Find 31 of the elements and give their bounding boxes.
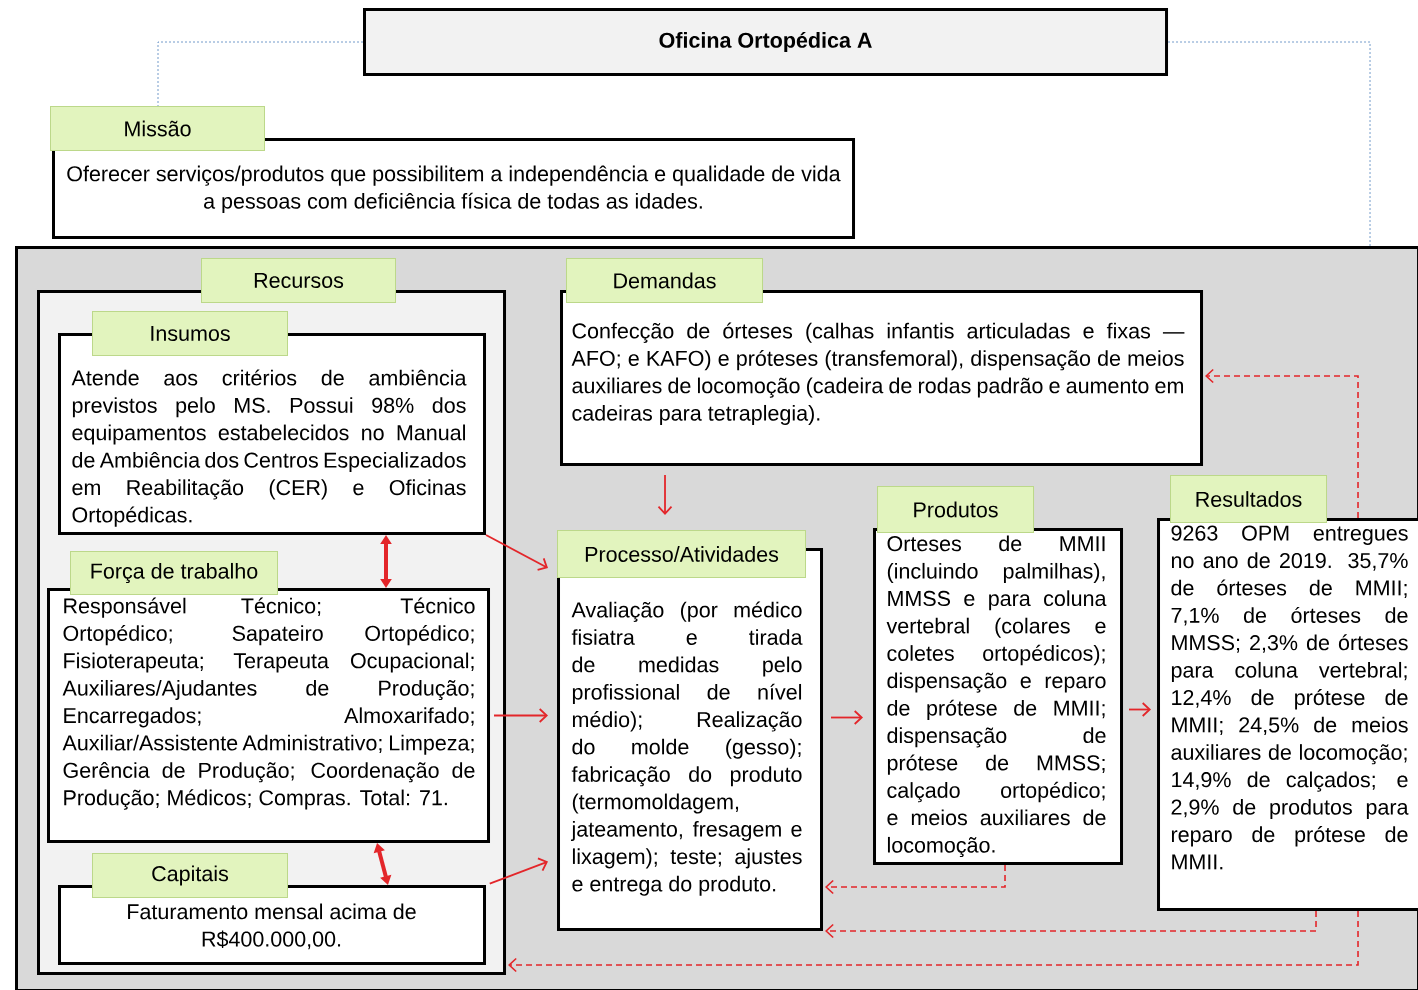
- arrow: [373, 843, 392, 885]
- arrow: [493, 708, 548, 723]
- arrow: [825, 910, 1317, 939]
- body-text: Orteses de MMII (incluindo palmilhas), MMSS e para coluna vertebral (colares e coletes ortopédicos); dispensação e reparo de prótese de MMII; dispensação de prótese de MMSS; calçado ortopédico; e meios auxiliares de locomoção.: [886, 535, 1107, 858]
- arrow: [825, 864, 1006, 895]
- title-box: Oficina Ortopédica A: [363, 8, 1169, 76]
- arrow: [1128, 702, 1151, 717]
- connector-line: [1167, 41, 1371, 247]
- arrow: [508, 910, 1359, 973]
- arrow: [830, 710, 863, 725]
- arrow: [485, 534, 548, 571]
- body-text: 9263 OPM entregues no ano de 2019. 35,7% de órteses de MMII; 7,1% de órteses de MMSS; 2,3% de órteses para coluna vertebral; 12,4% de prótese de MMII; 24,5% de meios auxiliares de locomoção; 14,9% de calçados; e 2,9% de produtos para reparo de prótese de MMII.: [1171, 525, 1409, 870]
- body-text: Confecção de órteses (calhas infantis articuladas e fixas — AFO; e KAFO) e próteses (transfemoral), dispensação de meios auxiliares de locomoção (cadeira de rodas padrão e aumento em cadeiras para tetraplegia).: [571, 322, 1185, 425]
- arrow: [657, 474, 673, 515]
- heading-tab: Recursos: [201, 258, 396, 303]
- heading-tab: Insumos: [92, 311, 288, 356]
- heading-tab: Capitais: [92, 853, 288, 898]
- body-text: Responsável Técnico; Técnico Ortopédico; Sapateiro Ortopédico; Fisioterapeuta; Terapeuta Ocupacional; Auxiliares/Ajudantes de Produção; Encarregados; Almoxarifado; Auxiliar/Assistente Administrativo; Limpeza; Gerência de Produção; Coordenação de Produção; Médicos; Compras. Total: 71.: [62, 597, 475, 810]
- heading-tab: Resultados: [1170, 475, 1327, 523]
- body-text: Atende aos critérios de ambiência previstos pelo MS. Possui 98% dos equipamentos estabelecidos no Manual de Ambiência dos Centros Especializados em Reabilitação (CER) e Oficinas Ortopédicas.: [71, 369, 467, 527]
- heading-tab: Processo/Atividades: [557, 530, 806, 578]
- body-text: Oferecer serviços/produtos que possibilitem a independência e qualidade de vida a pessoas com deficiência física de todas as idades.: [67, 165, 841, 214]
- connector-line: [157, 41, 364, 107]
- heading-tab: Força de trabalho: [70, 551, 278, 595]
- arrow: [1205, 368, 1359, 519]
- arrow: [488, 857, 548, 885]
- heading-tab: Demandas: [566, 258, 763, 303]
- heading-tab: Produtos: [877, 486, 1034, 533]
- heading-tab: Missão: [50, 106, 265, 151]
- body-text: Avaliação (por médico fisiatra e tirada de medidas pelo profissional de nível médio); Realização do molde (gesso); fabricação do produto (termomoldagem, jateamento, fresagem e lixagem); teste; ajustes e entrega do produto.: [571, 601, 803, 896]
- body-text: Faturamento mensal acima de R$400.000,00.: [128, 903, 416, 950]
